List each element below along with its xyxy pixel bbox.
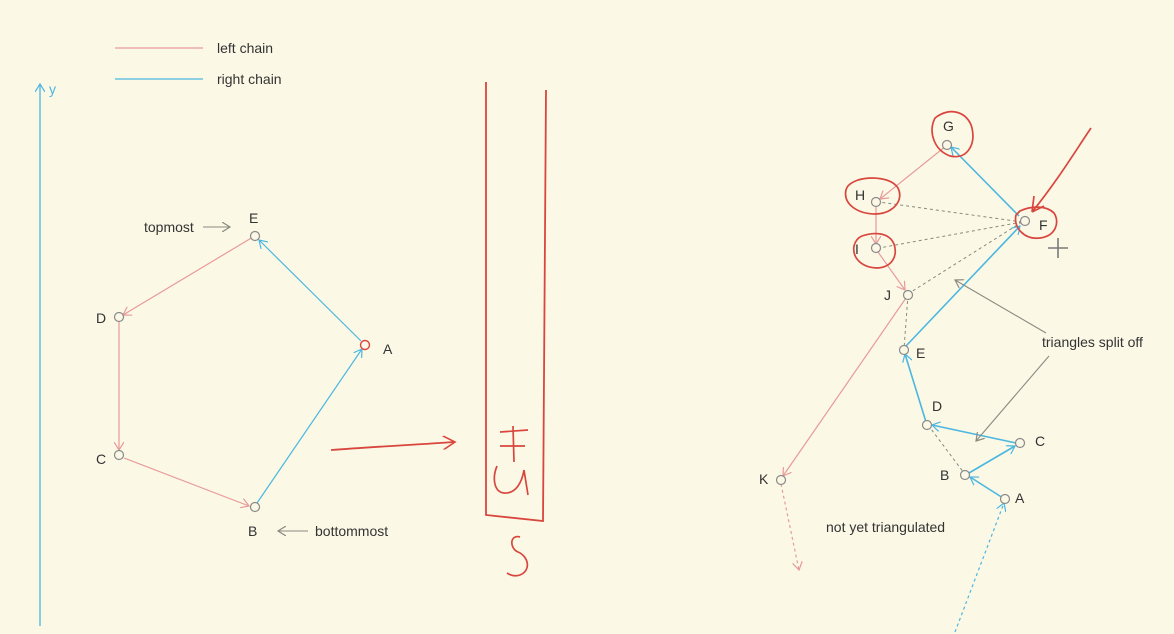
vertex-label-I: I [855,241,859,257]
vertex-label-H: H [855,187,865,203]
vertex-label-C-right: C [1035,433,1045,449]
right-edge-A-E [259,240,362,342]
vertex-H [870,196,882,208]
vertex-label-A: A [383,341,393,357]
vertex-label-D-right: D [932,398,942,414]
diagonal-F-J [910,221,1023,293]
right-polygon: G H I J K F E D C B A triangles split of… [759,110,1143,633]
vertex-A-right [999,493,1011,505]
ink-letter-bottom [506,535,529,577]
vertex-E [249,230,261,242]
left-edge-E-D [123,236,254,315]
right-edge-A-B [970,476,1004,499]
ink-marks [844,110,1092,269]
diagonal-F-I [878,221,1023,249]
vertex-label-E: E [249,210,258,226]
vertex-C [113,449,125,461]
ink-circle-F [1014,206,1058,239]
vertex-A [359,339,371,351]
vertex-I [870,242,882,254]
left-edge-G-H [880,145,947,199]
left-edge-I-J [877,251,905,290]
vertex-F [1019,215,1031,227]
left-edge-J-K [783,297,907,476]
vertex-B [249,501,261,513]
ink-circle-I [852,232,897,269]
legend-right-chain-label: right chain [217,71,282,87]
vertex-label-D: D [96,310,106,326]
vertex-label-F: F [1039,217,1048,233]
vertex-label-K: K [759,471,769,487]
annotation-split-arrow-up [955,280,1047,334]
y-axis: y [40,81,56,626]
vertex-D-right [921,419,933,431]
ink-stack-outline [485,82,547,522]
ink-letter-top [499,425,529,463]
diagonal-F-H [878,201,1023,223]
annotation-topmost: topmost [144,219,194,235]
annotation-split-arrow-down [976,355,1050,441]
ink-stroke-F [1031,127,1092,213]
vertex-label-J: J [884,287,891,303]
vertex-label-A-right: A [1015,490,1025,506]
vertex-C-right [1014,437,1026,449]
vertex-D [113,311,125,323]
left-edge-C-B [123,457,249,506]
vertex-J [902,289,914,301]
right-edge-F-G [951,147,1020,217]
y-axis-label: y [49,81,56,97]
annotation-triangles-split-off: triangles split off [1042,334,1143,350]
ink-big-arrow [330,442,455,451]
right-edge-C-D [932,425,1017,444]
ink-circle-H [844,177,901,215]
vertex-K [775,474,787,486]
vertex-label-B-right: B [940,467,949,483]
right-edge-B-A [256,349,362,504]
vertex-label-B: B [248,523,257,539]
right-edge-below-A [954,503,1004,633]
left-polygon: E D C B A topmost bottommost [96,210,393,539]
vertex-label-E-right: E [916,345,925,361]
right-edge-B-C [968,446,1015,474]
legend: left chain right chain [115,40,282,87]
hand-drawn-sketch [330,82,547,577]
vertex-E-right [898,344,910,356]
vertex-label-G: G [943,118,954,134]
ink-circle-G [931,110,974,158]
move-cursor-icon [1048,238,1068,258]
ink-letter-mid [493,465,529,496]
diagonals [878,201,1023,474]
right-edge-E-F [905,226,1020,347]
vertex-B-right [959,469,971,481]
diagonal-J-E [903,294,909,350]
annotation-bottommost: bottommost [315,523,388,539]
diagonal-D-B [927,424,965,474]
vertex-G [941,139,953,151]
annotation-not-yet-triangulated: not yet triangulated [826,519,945,535]
left-edge-K-continue [780,483,799,570]
legend-left-chain-label: left chain [217,40,273,56]
right-edge-D-E [905,354,927,423]
stack-sketch-icon [485,82,547,577]
vertex-label-C: C [96,451,106,467]
